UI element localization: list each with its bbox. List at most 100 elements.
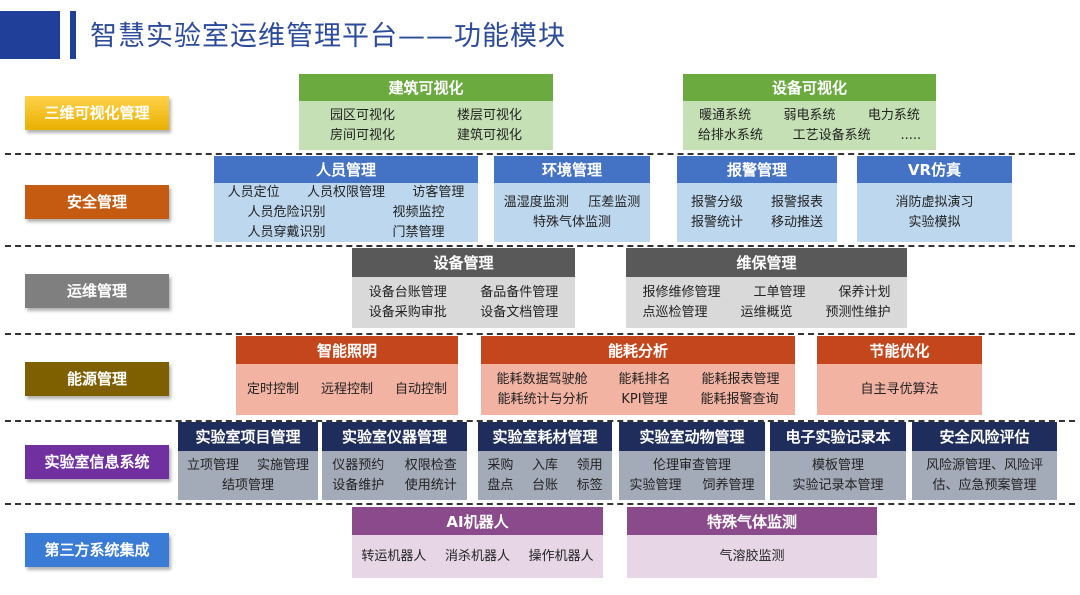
feature-item[interactable]: 转运机器人 — [361, 548, 427, 564]
feature-item[interactable]: 园区可视化 — [329, 107, 395, 123]
feature-item[interactable]: 弱电系统 — [783, 107, 836, 123]
module-box[interactable]: 维保管理报修维修管理工单管理保养计划点巡检管理运维概览预测性维护 — [626, 248, 907, 328]
module-box[interactable]: 人员管理人员定位人员权限管理访客管理人员危险识别视频监控人员穿戴识别门禁管理 — [214, 156, 478, 242]
feature-item[interactable]: 领用 — [576, 457, 603, 473]
feature-item[interactable]: 暖通系统 — [699, 107, 752, 123]
category-label[interactable]: 运维管理 — [25, 274, 169, 308]
feature-item[interactable]: 仪器预约 — [332, 457, 385, 473]
feature-item[interactable]: 预测性维护 — [825, 304, 891, 320]
feature-item[interactable]: 设备维护 — [332, 477, 385, 493]
feature-item[interactable]: 保养计划 — [838, 284, 891, 300]
feature-item[interactable]: 压差监测 — [588, 194, 641, 210]
feature-item[interactable]: 工艺设备系统 — [792, 127, 871, 143]
feature-item[interactable]: 人员危险识别 — [247, 204, 326, 220]
feature-item[interactable]: 给排水系统 — [697, 127, 763, 143]
feature-item[interactable]: 点巡检管理 — [642, 304, 708, 320]
feature-item[interactable]: 消防虚拟演习 — [895, 194, 974, 210]
feature-item[interactable]: 实施管理 — [256, 457, 309, 473]
feature-item[interactable]: 定时控制 — [246, 381, 299, 397]
feature-item[interactable]: 自动控制 — [394, 381, 447, 397]
module-box[interactable]: VR仿真消防虚拟演习实验模拟 — [857, 156, 1012, 242]
feature-item[interactable]: 电力系统 — [867, 107, 920, 123]
module-box[interactable]: 能耗分析能耗数据驾驶舱 能耗排名 能耗报表管理能耗统计与分析 KPI管理 能耗报警查询 — [481, 336, 795, 415]
module-box[interactable]: 实验室项目管理立项管理实施管理结项管理 — [178, 422, 318, 500]
module-box[interactable]: AI机器人转运机器人消杀机器人操作机器人 — [352, 507, 603, 578]
feature-item[interactable]: 报修维修管理 — [642, 284, 721, 300]
feature-item[interactable]: 消杀机器人 — [444, 548, 510, 564]
feature-item[interactable]: 视频监控 — [392, 204, 445, 220]
module-box[interactable]: 安全风险评估风险源管理、风险评估、应急预案管理 — [912, 422, 1057, 500]
feature-item[interactable]: 估、应急预案管理 — [932, 477, 1037, 493]
module-box[interactable]: 节能优化自主寻优算法 — [817, 336, 982, 415]
feature-item[interactable]: 移动推送 — [770, 214, 823, 230]
module-box[interactable]: 智能照明定时控制远程控制自动控制 — [236, 336, 458, 415]
module-box[interactable]: 实验室仪器管理仪器预约权限检查设备维护使用统计 — [322, 422, 467, 500]
module-box[interactable]: 实验室耗材管理采购入库领用盘点台账标签 — [478, 422, 612, 500]
feature-item[interactable]: 温湿度监测 — [503, 194, 569, 210]
feature-item[interactable]: 设备文档管理 — [480, 304, 559, 320]
feature-item[interactable]: 操作机器人 — [528, 548, 594, 564]
feature-item[interactable]: 模板管理 — [811, 457, 864, 473]
feature-item[interactable]: 实验模拟 — [908, 214, 961, 230]
feature-item[interactable]: 风险源管理、风险评 — [925, 457, 1043, 473]
feature-item[interactable]: 特殊气体监测 — [532, 214, 611, 230]
module-title: 能耗分析 — [481, 336, 795, 364]
feature-item[interactable]: 结项管理 — [221, 477, 274, 493]
feature-item[interactable]: 设备采购审批 — [368, 304, 447, 320]
feature-item[interactable]: 盘点 — [487, 477, 514, 493]
section-divider — [5, 503, 1075, 505]
feature-item[interactable]: 能耗报表管理 — [701, 371, 780, 387]
feature-item[interactable]: 能耗报警查询 — [700, 391, 779, 407]
module-features: 消防虚拟演习实验模拟 — [857, 183, 1012, 242]
module-box[interactable]: 报警管理报警分级报警报表报警统计移动推送 — [677, 156, 837, 242]
feature-item[interactable]: 访客管理 — [412, 184, 465, 200]
feature-item[interactable]: 门禁管理 — [392, 224, 445, 240]
feature-item[interactable]: 实验管理 — [629, 477, 682, 493]
feature-item[interactable]: 伦理审查管理 — [652, 457, 731, 473]
feature-item[interactable]: KPI管理 — [621, 391, 668, 407]
feature-item[interactable]: 台账 — [531, 477, 558, 493]
feature-item[interactable]: 人员权限管理 — [306, 184, 385, 200]
feature-item[interactable]: 权限检查 — [404, 457, 457, 473]
module-box[interactable]: 电子实验记录本模板管理实验记录本管理 — [770, 422, 906, 500]
feature-item[interactable]: 楼层可视化 — [456, 107, 522, 123]
feature-item[interactable]: 报警报表 — [770, 194, 823, 210]
feature-item[interactable]: 标签 — [576, 477, 603, 493]
category-label[interactable]: 安全管理 — [25, 185, 169, 219]
feature-item[interactable]: 自主寻优算法 — [860, 381, 939, 397]
feature-item[interactable]: 远程控制 — [320, 381, 373, 397]
feature-item[interactable]: 工单管理 — [753, 284, 806, 300]
category-label[interactable]: 能源管理 — [25, 362, 169, 396]
feature-item[interactable]: 人员定位 — [227, 184, 280, 200]
feature-item[interactable]: ..... — [900, 127, 922, 143]
feature-item[interactable]: 饲养管理 — [702, 477, 755, 493]
module-box[interactable]: 设备管理设备台账管理备品备件管理设备采购审批设备文档管理 — [352, 248, 575, 328]
feature-item[interactable]: 采购 — [487, 457, 514, 473]
feature-item[interactable]: 气溶胶监测 — [719, 548, 785, 564]
module-box[interactable]: 建筑可视化园区可视化楼层可视化房间可视化建筑可视化 — [299, 74, 553, 150]
category-label[interactable]: 实验室信息系统 — [25, 445, 169, 479]
feature-item[interactable]: 房间可视化 — [329, 127, 395, 143]
feature-item[interactable]: 能耗排名 — [618, 371, 671, 387]
feature-item[interactable]: 实验记录本管理 — [792, 477, 884, 493]
module-features: 风险源管理、风险评估、应急预案管理 — [912, 451, 1057, 500]
module-box[interactable]: 设备可视化暖通系统弱电系统电力系统给排水系统工艺设备系统..... — [683, 74, 936, 150]
module-box[interactable]: 实验室动物管理伦理审查管理实验管理饲养管理 — [619, 422, 765, 500]
feature-line: 报警分级 报警报表 — [677, 193, 837, 213]
feature-item[interactable]: 报警分级 — [690, 194, 743, 210]
feature-item[interactable]: 设备台账管理 — [368, 284, 447, 300]
feature-item[interactable]: 使用统计 — [404, 477, 457, 493]
feature-item[interactable]: 立项管理 — [186, 457, 239, 473]
feature-item[interactable]: 报警统计 — [690, 214, 743, 230]
feature-item[interactable]: 能耗统计与分析 — [497, 391, 589, 407]
module-box[interactable]: 环境管理温湿度监测压差监测特殊气体监测 — [494, 156, 650, 242]
feature-item[interactable]: 入库 — [531, 457, 558, 473]
feature-item[interactable]: 运维概览 — [740, 304, 793, 320]
feature-item[interactable]: 建筑可视化 — [456, 127, 522, 143]
feature-item[interactable]: 备品备件管理 — [480, 284, 559, 300]
category-label[interactable]: 第三方系统集成 — [25, 533, 169, 567]
category-label[interactable]: 三维可视化管理 — [25, 96, 169, 130]
feature-item[interactable]: 能耗数据驾驶舱 — [496, 371, 588, 387]
module-box[interactable]: 特殊气体监测气溶胶监测 — [627, 507, 877, 578]
feature-item[interactable]: 人员穿戴识别 — [247, 224, 326, 240]
